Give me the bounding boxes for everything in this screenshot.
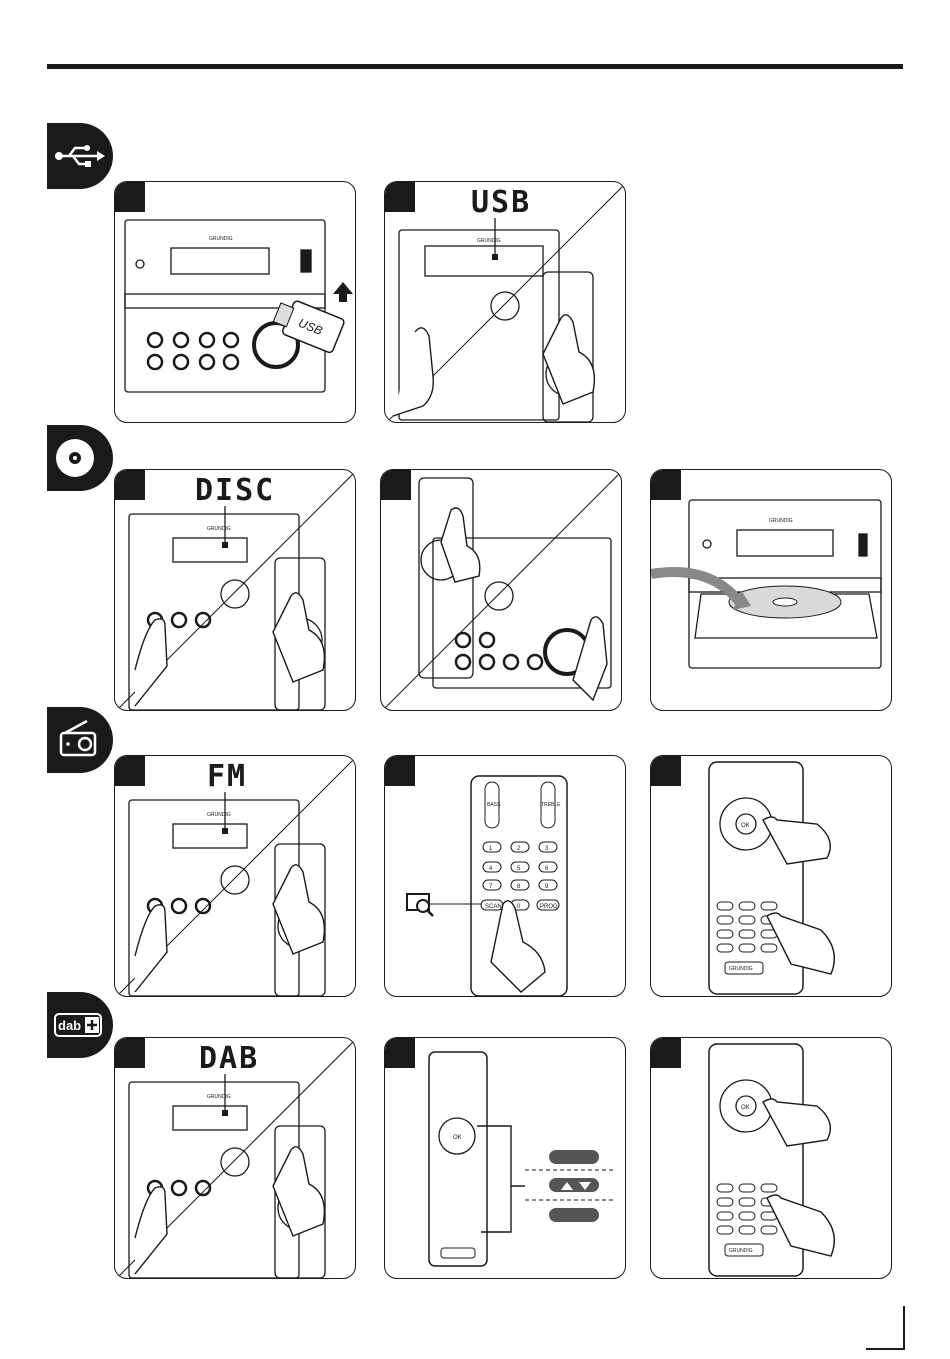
stereo-brand-label: GRUNDIG [207,526,231,532]
fm-select-illustration: FM GRUNDIG [115,756,356,997]
svg-text:7: 7 [489,884,493,890]
disc-display-text: DISC [195,473,275,508]
usb-section-tab [47,123,113,189]
dab-tune-illustration: OK GRUNDIG [651,1038,892,1279]
dab-plus-icon: dab [47,992,113,1058]
stereo-brand-label: GRUNDIG [207,812,231,818]
dab-display-text: DAB [199,1041,259,1076]
svg-text:2: 2 [517,846,521,852]
svg-text:9: 9 [545,884,549,890]
fm-step-2-panel: BASS TREBLE 1 2 3 4 5 6 7 8 9 SCAN 0 PRO… [384,755,626,997]
radio-icon [47,707,113,773]
fm-step-1-panel: FM GRUNDIG [114,755,356,997]
disc-insert-illustration: GRUNDIG [651,470,892,711]
svg-text:4: 4 [489,866,493,872]
treble-label: TREBLE [541,802,561,808]
usb-select-illustration: USB GRUNDIG [385,182,626,423]
svg-text:0: 0 [517,904,521,910]
dab-select-illustration: DAB GRUNDIG [115,1038,356,1279]
fm-scan-illustration: BASS TREBLE 1 2 3 4 5 6 7 8 9 SCAN 0 PRO… [385,756,626,997]
header-rule [47,64,903,69]
stereo-brand-label: GRUNDIG [207,1094,231,1100]
dab-section-tab: dab [47,992,113,1058]
fm-step-3-panel: OK GRUNDIG [650,755,892,997]
ok-button-label: OK [741,823,750,829]
fm-display-text: FM [207,759,247,794]
dab-scan-illustration: OK [385,1038,626,1279]
usb-step-1-panel: GRUNDIG USB [114,181,356,423]
ok-button-label: OK [453,1135,462,1141]
stereo-brand-label: GRUNDIG [769,518,793,524]
ok-button-label: OK [741,1105,750,1111]
radio-search-icon [407,894,433,916]
disc-section-tab [47,425,113,491]
stereo-with-usb-stick-illustration: GRUNDIG USB [115,182,356,423]
disc-step-3-panel: GRUNDIG [650,469,892,711]
svg-text:3: 3 [545,846,549,852]
remote-keypad: 1 2 3 4 5 6 7 8 9 SCAN 0 PROG [481,842,559,910]
usb-icon [47,123,113,189]
bass-label: BASS [487,802,501,808]
dab-icon-text: dab [58,1018,81,1033]
svg-text:1: 1 [489,846,493,852]
prog-button-label: PROG [540,904,558,910]
remote-brand-label: GRUNDIG [729,966,753,972]
page-corner-mark [866,1306,905,1350]
dab-step-1-panel: DAB GRUNDIG [114,1037,356,1279]
dab-step-3-panel: OK GRUNDIG [650,1037,892,1279]
disc-select-illustration: DISC GRUNDIG [115,470,356,711]
svg-text:8: 8 [517,884,521,890]
scan-button-label: SCAN [485,904,502,910]
svg-text:5: 5 [517,866,521,872]
stereo-brand-label: GRUNDIG [477,238,501,244]
disc-step-2-panel [380,469,622,711]
dab-step-2-panel: OK [384,1037,626,1279]
svg-text:6: 6 [545,866,549,872]
stereo-brand-label: GRUNDIG [209,236,233,242]
disc-step-1-panel: DISC GRUNDIG [114,469,356,711]
remote-brand-label: GRUNDIG [729,1248,753,1254]
usb-display-text: USB [471,185,531,220]
disc-open-tray-illustration [381,470,622,711]
fm-tune-illustration: OK GRUNDIG [651,756,892,997]
radio-section-tab [47,707,113,773]
disc-icon [47,425,113,491]
usb-step-2-panel: USB GRUNDIG [384,181,626,423]
